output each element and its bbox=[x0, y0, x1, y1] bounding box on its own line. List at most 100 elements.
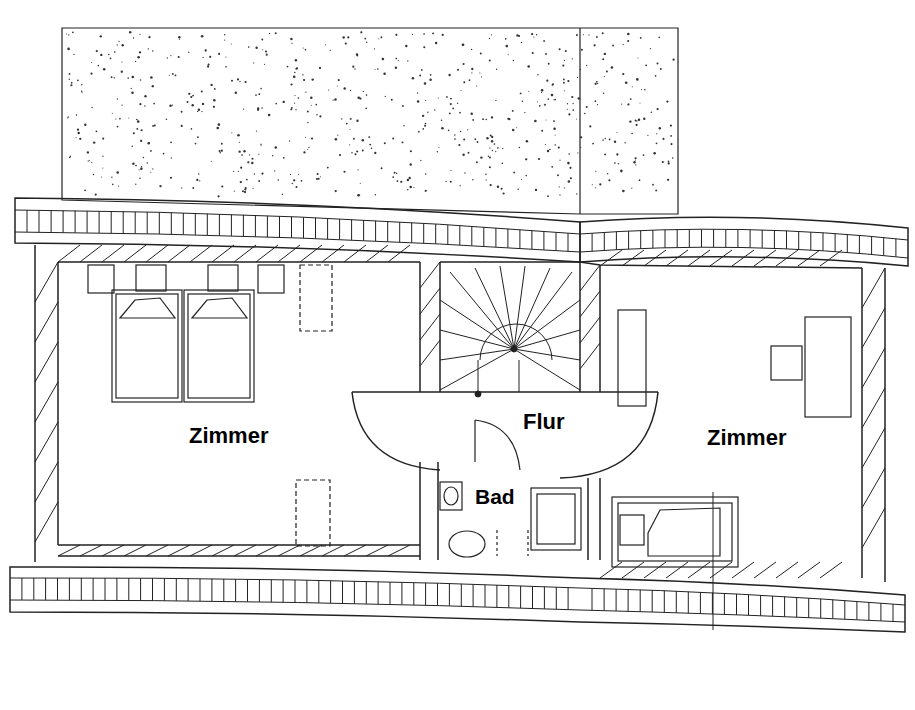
eave-tick bbox=[435, 224, 436, 244]
stipple-dot bbox=[351, 152, 353, 154]
stipple-dot bbox=[139, 103, 141, 105]
stipple-dot bbox=[268, 114, 271, 117]
stipple-dot bbox=[198, 108, 200, 110]
wall-tick bbox=[256, 545, 278, 556]
stipple-dot bbox=[625, 81, 628, 84]
stipple-dot bbox=[572, 109, 574, 111]
stipple-dot bbox=[139, 177, 141, 179]
stipple-dot bbox=[330, 50, 331, 51]
stipple-dot bbox=[205, 49, 207, 51]
stipple-dot bbox=[363, 91, 364, 92]
stipple-dot bbox=[522, 100, 524, 102]
stipple-dot bbox=[332, 99, 333, 100]
eave-tick bbox=[390, 582, 391, 604]
stipple-dot bbox=[616, 132, 617, 133]
stipple-dot bbox=[480, 53, 482, 55]
eave-tick bbox=[375, 221, 376, 241]
eave-tick bbox=[423, 223, 424, 243]
stair-step bbox=[514, 349, 580, 390]
wall-tick bbox=[622, 250, 644, 266]
stipple-dot bbox=[432, 32, 434, 34]
stipple-dot bbox=[485, 174, 487, 176]
eave-tick bbox=[223, 579, 224, 602]
stipple-dot bbox=[91, 62, 92, 63]
stipple-dot bbox=[594, 83, 596, 85]
stipple-dot bbox=[141, 129, 143, 131]
stipple-dot bbox=[438, 147, 439, 148]
stipple-dot bbox=[650, 48, 651, 49]
stipple-dot bbox=[402, 105, 404, 107]
wall-tick bbox=[420, 314, 440, 340]
wall-tick bbox=[35, 462, 58, 502]
stipple-dot bbox=[356, 150, 358, 152]
stipple-dot bbox=[312, 78, 314, 80]
stipple-dot bbox=[260, 143, 261, 144]
wall-tick bbox=[80, 245, 102, 262]
stipple-dot bbox=[553, 128, 556, 131]
stipple-dot bbox=[374, 48, 375, 49]
stipple-dot bbox=[96, 130, 98, 132]
stipple-dot bbox=[303, 151, 305, 153]
wall-tick bbox=[212, 545, 234, 556]
stipple-dot bbox=[568, 180, 571, 183]
stipple-dot bbox=[670, 143, 672, 145]
stair-step bbox=[440, 349, 514, 360]
stipple-dot bbox=[152, 50, 154, 52]
wall-tick bbox=[666, 250, 688, 266]
stipple-dot bbox=[544, 104, 546, 106]
stipple-dot bbox=[225, 66, 227, 68]
eave-tick bbox=[652, 230, 653, 248]
stipple-dot bbox=[541, 130, 543, 132]
stipple-dot bbox=[135, 165, 137, 167]
eave-tick bbox=[387, 221, 388, 241]
eave-tick bbox=[796, 597, 797, 617]
stipple-dot bbox=[119, 118, 121, 120]
stipple-dot bbox=[620, 170, 622, 172]
stipple-dot bbox=[111, 76, 113, 78]
door-swing bbox=[352, 392, 658, 478]
stipple-dot bbox=[207, 65, 209, 67]
stipple-dot bbox=[199, 180, 200, 181]
stipple-dot bbox=[293, 179, 295, 181]
stipple-dot bbox=[196, 179, 198, 181]
stipple-dot bbox=[467, 129, 468, 130]
stipple-dot bbox=[129, 31, 131, 33]
wall-tick bbox=[776, 250, 798, 266]
stipple-dot bbox=[349, 129, 350, 130]
stipple-dot bbox=[547, 98, 549, 100]
stipple-dot bbox=[437, 151, 439, 153]
stipple-dot bbox=[385, 96, 386, 97]
stipple-dot bbox=[159, 185, 161, 187]
wall-tick bbox=[754, 250, 776, 266]
wall-tick bbox=[278, 545, 300, 556]
stipple-dot bbox=[298, 174, 299, 175]
stipple-dot bbox=[554, 144, 555, 145]
stipple-dot bbox=[349, 144, 350, 145]
stipple-dot bbox=[111, 177, 112, 178]
stipple-dot bbox=[532, 52, 534, 54]
wall-tick bbox=[80, 545, 102, 556]
stipple-dot bbox=[91, 162, 92, 163]
stipple-dot bbox=[307, 149, 308, 150]
stipple-dot bbox=[170, 55, 171, 56]
stipple-dot bbox=[658, 36, 660, 38]
stipple-dot bbox=[392, 138, 394, 140]
eave-tick bbox=[760, 595, 761, 616]
eave-tick bbox=[57, 578, 58, 600]
stipple-dot bbox=[290, 38, 293, 41]
eave-tick bbox=[676, 591, 677, 613]
room-label: Bad bbox=[473, 485, 517, 508]
stipple-dot bbox=[308, 147, 309, 148]
stipple-dot bbox=[262, 49, 263, 50]
stipple-dot bbox=[407, 179, 409, 181]
stipple-dot bbox=[350, 90, 351, 91]
stipple-dot bbox=[150, 76, 153, 79]
stipple-dot bbox=[471, 68, 473, 70]
eave-tick bbox=[810, 232, 811, 250]
stipple-dot bbox=[581, 49, 583, 51]
stipple-dot bbox=[636, 124, 638, 126]
stipple-dot bbox=[479, 72, 480, 73]
stipple-dot bbox=[275, 32, 277, 34]
stipple-dot bbox=[231, 80, 233, 82]
stipple-dot bbox=[274, 170, 275, 171]
